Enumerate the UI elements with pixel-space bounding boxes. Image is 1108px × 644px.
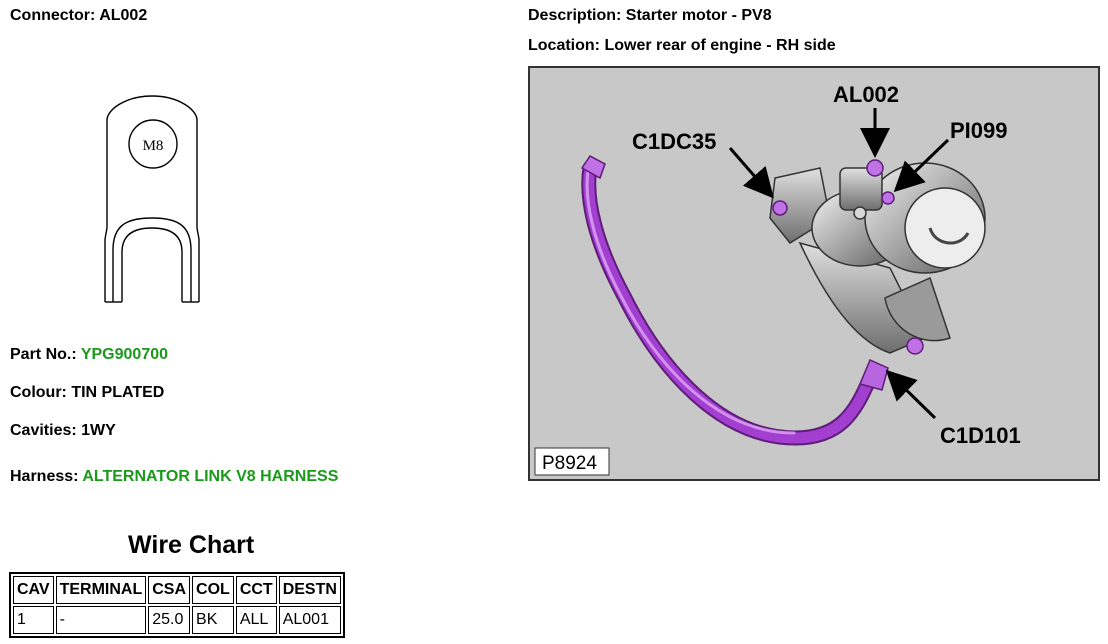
colour-value: TIN PLATED bbox=[71, 384, 165, 401]
description-label: Description: bbox=[528, 7, 622, 24]
connector-line: Connector: AL002 bbox=[10, 7, 147, 25]
ring-terminal-drawing: M8 bbox=[104, 95, 200, 303]
starter-motor-illustration: AL002 PI099 C1DC35 C1D101 P8924 bbox=[528, 66, 1100, 481]
wire-chart-table: CAV TERMINAL CSA COL CCT DESTN 1 - 25.0 … bbox=[9, 572, 345, 638]
harness-line: Harness: ALTERNATOR LINK V8 HARNESS bbox=[10, 468, 338, 486]
callout-c1d101: C1D101 bbox=[940, 423, 1021, 448]
callout-c1dc35: C1DC35 bbox=[632, 129, 716, 154]
picture-code-box bbox=[534, 447, 610, 476]
part-no-line: Part No.: YPG900700 bbox=[10, 346, 168, 364]
part-no-label: Part No.: bbox=[10, 346, 77, 363]
stud-size-label: M8 bbox=[143, 138, 164, 154]
illustration-canvas: AL002 PI099 C1DC35 C1D101 P8924 bbox=[534, 82, 1021, 476]
table-row: 1 - 25.0 BK ALL AL001 bbox=[13, 606, 341, 634]
col-header-destn: DESTN bbox=[278, 576, 341, 604]
colour-line: Colour: TIN PLATED bbox=[10, 384, 164, 402]
col-header-col: COL bbox=[192, 576, 234, 604]
stud-hole bbox=[128, 119, 178, 169]
connector-value: AL002 bbox=[99, 7, 148, 24]
cavities-value: 1WY bbox=[81, 422, 116, 439]
picture-code: P8924 bbox=[542, 453, 597, 474]
description-value: Starter motor - PV8 bbox=[625, 7, 772, 24]
cell-cav: 1 bbox=[13, 606, 54, 634]
cell-terminal: - bbox=[55, 606, 147, 634]
harness-label: Harness: bbox=[10, 468, 79, 485]
harness-value: ALTERNATOR LINK V8 HARNESS bbox=[82, 468, 339, 485]
col-header-cct: CCT bbox=[235, 576, 277, 604]
cell-col: BK bbox=[192, 606, 234, 634]
description-line: Description: Starter motor - PV8 bbox=[528, 7, 772, 25]
location-label: Location: bbox=[528, 37, 600, 54]
wire-chart-header-row: CAV TERMINAL CSA COL CCT DESTN bbox=[13, 576, 341, 604]
terminal-studs bbox=[772, 159, 924, 355]
connector-label: Connector: bbox=[10, 7, 96, 24]
col-header-csa: CSA bbox=[148, 576, 191, 604]
callout-arrows bbox=[728, 108, 950, 420]
cell-csa: 25.0 bbox=[148, 606, 191, 634]
wire-chart-title: Wire Chart bbox=[128, 531, 255, 559]
location-value: Lower rear of engine - RH side bbox=[604, 37, 836, 54]
cell-destn: AL001 bbox=[278, 606, 341, 634]
battery-cable bbox=[580, 155, 889, 446]
cavities-line: Cavities: 1WY bbox=[10, 422, 116, 440]
callout-al002: AL002 bbox=[833, 82, 899, 107]
cavities-label: Cavities: bbox=[10, 422, 77, 439]
colour-label: Colour: bbox=[10, 384, 67, 401]
location-line: Location: Lower rear of engine - RH side bbox=[528, 37, 836, 55]
col-header-terminal: TERMINAL bbox=[55, 576, 147, 604]
cell-cct: ALL bbox=[235, 606, 277, 634]
callout-pi099: PI099 bbox=[950, 118, 1008, 143]
starter-motor bbox=[769, 162, 986, 354]
part-no-value: YPG900700 bbox=[80, 346, 169, 363]
col-header-cav: CAV bbox=[13, 576, 54, 604]
